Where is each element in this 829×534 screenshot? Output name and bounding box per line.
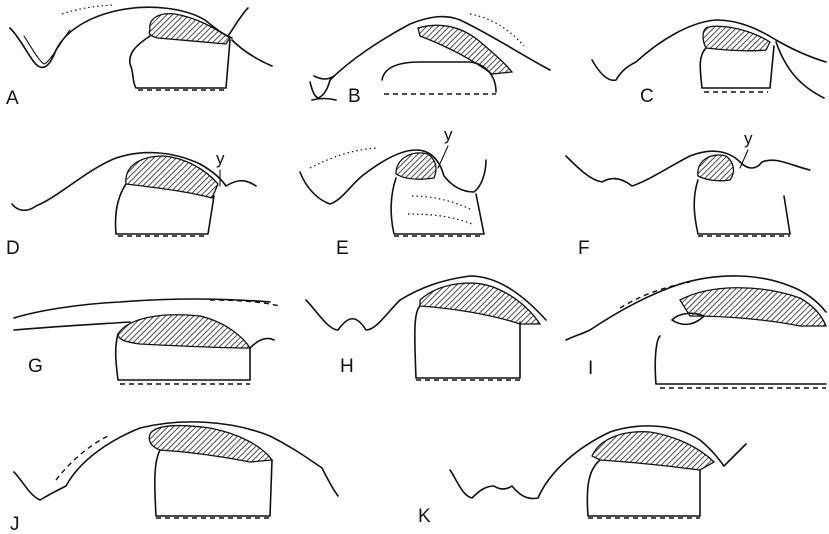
panel-label-f: F bbox=[578, 238, 590, 259]
panel-label-i: I bbox=[588, 358, 593, 379]
panel-d: y D bbox=[6, 149, 256, 259]
panel-b: B bbox=[310, 14, 550, 107]
panel-label-g: G bbox=[28, 356, 43, 377]
panel-label-k: K bbox=[418, 506, 431, 527]
panel-label-a: A bbox=[6, 88, 19, 109]
panel-c: C bbox=[592, 20, 826, 107]
panel-label-j: J bbox=[10, 514, 20, 534]
panel-label-b: B bbox=[348, 86, 361, 107]
panel-label-c: C bbox=[640, 86, 654, 107]
panel-f: y F bbox=[566, 129, 810, 259]
panel-g: G bbox=[14, 299, 280, 384]
panel-h: H bbox=[306, 276, 546, 380]
panel-e: y E bbox=[300, 125, 486, 259]
panel-j: J bbox=[10, 422, 338, 534]
panel-k: K bbox=[418, 426, 746, 527]
panel-label-h: H bbox=[340, 356, 354, 377]
panel-label-e: E bbox=[336, 238, 349, 259]
marker-y-e: y bbox=[444, 125, 453, 144]
panel-a: A bbox=[6, 5, 272, 109]
marker-y-d: y bbox=[216, 149, 225, 168]
panel-label-d: D bbox=[6, 238, 20, 259]
marker-y-f: y bbox=[744, 129, 753, 148]
panel-i: I bbox=[566, 276, 826, 388]
